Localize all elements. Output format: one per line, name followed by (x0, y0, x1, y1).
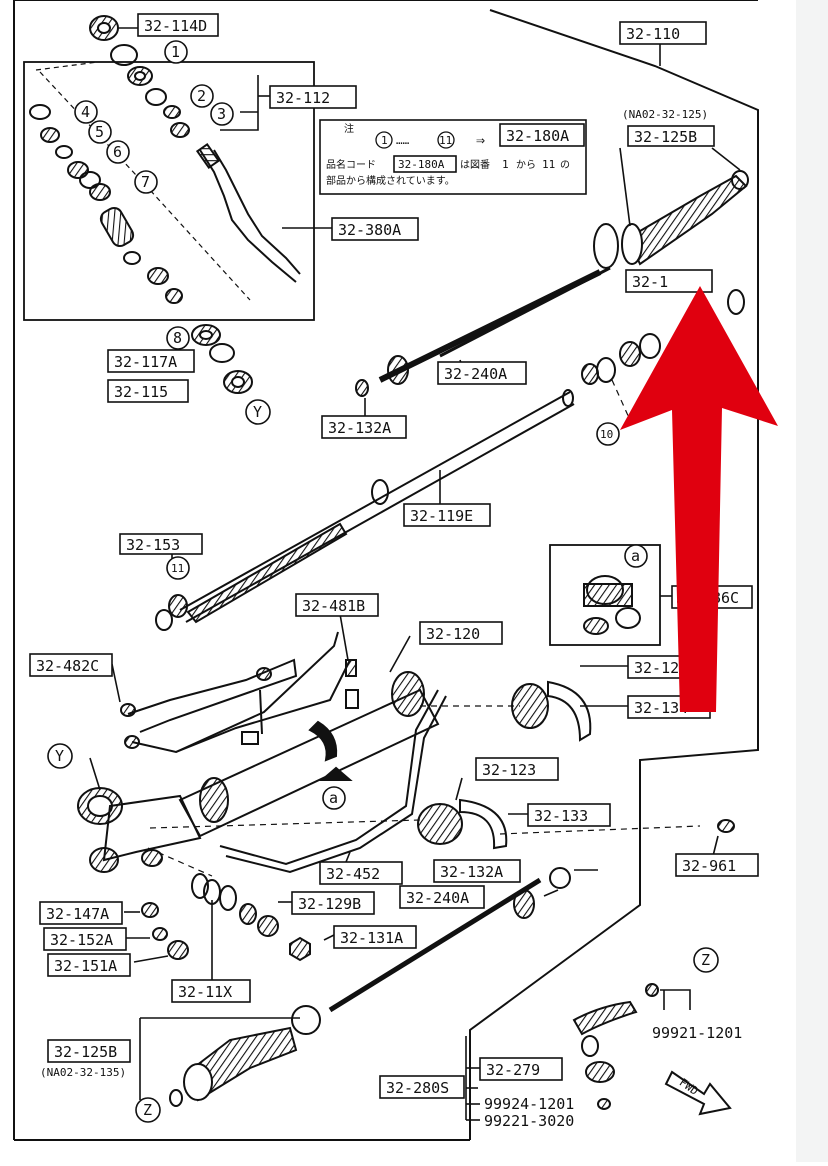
note-arrow: ⇒ (476, 131, 485, 149)
label-32-452: 32-452 (326, 865, 380, 883)
label-32-129B: 32-129B (298, 895, 361, 913)
label-99921-1201: 99921-1201 (652, 1024, 742, 1042)
top-boot-drawing (593, 170, 749, 315)
callout-4: 4 (81, 103, 90, 121)
page-frame (13, 0, 759, 1141)
label-32-481B: 32-481B (302, 597, 365, 615)
label-32-133: 32-133 (534, 807, 588, 825)
callout-2: 2 (197, 87, 206, 105)
label-32-152A: 32-152A (50, 931, 113, 949)
label-32-125B-bottom: 32-125B (54, 1043, 117, 1061)
label-32-132A-mid: 32-132A (440, 863, 503, 881)
callout-z-right: Z (701, 951, 710, 969)
callout-y-top: Y (253, 403, 262, 421)
inset-dashed-guide (35, 61, 251, 301)
label-32-153: 32-153 (126, 536, 180, 554)
label-32-117A: 32-117A (114, 353, 177, 371)
callout-3: 3 (217, 105, 226, 123)
note-line1-end: の (560, 160, 570, 171)
label-32-280S: 32-280S (386, 1079, 449, 1097)
callout-y-housing: Y (55, 747, 64, 765)
callout-6: 6 (113, 143, 122, 161)
part-label-texts: 32-114D 32-110 32-112 32-380A (NA02-32-1… (36, 17, 742, 1130)
callout-1: 1 (171, 43, 180, 61)
label-32-380A: 32-380A (338, 221, 401, 239)
label-99221-3020: 99221-3020 (484, 1112, 574, 1130)
note-title: 注 (344, 122, 354, 135)
label-32-279: 32-279 (486, 1061, 540, 1079)
note-range-start: 1 (381, 134, 388, 147)
label-32-132A-top: 32-132A (328, 419, 391, 437)
note-dots: …… (396, 134, 410, 147)
label-32-961: 32-961 (682, 857, 736, 875)
inset-box (23, 61, 315, 321)
note-kit-code: 32-180A (506, 127, 569, 145)
label-32-124: 32-124 (634, 659, 688, 677)
callout-7: 7 (141, 173, 150, 191)
callout-8: 8 (173, 329, 182, 347)
callout-11: 11 (171, 562, 184, 575)
label-32-131A: 32-131A (340, 929, 403, 947)
note-line1-mid: から (516, 159, 536, 171)
label-99924-1201: 99924-1201 (484, 1095, 574, 1113)
callout-a-housing: a (329, 789, 338, 807)
label-na02-32-125: (NA02-32-125) (622, 108, 708, 121)
label-32-115: 32-115 (114, 383, 168, 401)
label-32-119E: 32-119E (410, 507, 473, 525)
label-32-120: 32-120 (426, 625, 480, 643)
callout-z-boot: Z (143, 1101, 152, 1119)
label-32-151A: 32-151A (54, 957, 117, 975)
note-line1-post: は図番 (460, 159, 490, 171)
callout-texts: 1 2 3 4 5 6 7 8 Y 10 11 a Y a Z Z (55, 43, 710, 1119)
note-line1-pre: 品名コード (326, 158, 376, 171)
center-lines (147, 379, 701, 877)
label-32-134: 32-134 (634, 699, 688, 717)
fwd-arrow: FWD (664, 1070, 732, 1116)
kit-note: 注 1 …… 11 ⇒ 32-180A 品名コード 32-180A は図番 1 … (326, 122, 570, 187)
label-32-240A-mid: 32-240A (406, 889, 469, 907)
label-32-147A: 32-147A (46, 905, 109, 923)
label-32-11X: 32-11X (178, 983, 232, 1001)
label-32-114D: 32-114D (144, 17, 207, 35)
label-na02-32-135: (NA02-32-135) (40, 1066, 126, 1079)
note-line1-to: 11 (542, 158, 555, 171)
label-32-112: 32-112 (276, 89, 330, 107)
right-margin-strip (796, 0, 828, 1162)
note-range-end: 11 (439, 134, 452, 147)
note-line2: 部品から構成されています。 (326, 174, 455, 187)
label-32-123: 32-123 (482, 761, 536, 779)
note-line1-code: 32-180A (398, 158, 445, 171)
callout-10: 10 (600, 428, 613, 441)
callout-a-clamp: a (631, 547, 640, 565)
label-32-386C-tail: 86C (712, 589, 739, 607)
callout-5: 5 (95, 123, 104, 141)
label-32-12x-partial: 32-1 (632, 273, 668, 291)
callouts (47, 40, 719, 1123)
label-32-482C: 32-482C (36, 657, 99, 675)
label-32-240A-top: 32-240A (444, 365, 507, 383)
red-arrow-annotation (620, 286, 778, 712)
label-32-110: 32-110 (626, 25, 680, 43)
label-32-125B-top: 32-125B (634, 128, 697, 146)
note-line1-from: 1 (502, 158, 509, 171)
